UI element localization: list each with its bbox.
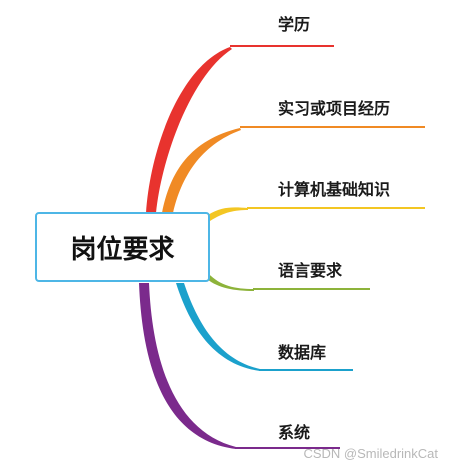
branch-connector-internship-project-experience bbox=[162, 126, 425, 213]
branch-connector-education-curve bbox=[146, 47, 232, 213]
branch-label-system[interactable]: 系统 bbox=[278, 423, 311, 442]
branch-connector-computer-fundamentals-curve bbox=[208, 207, 248, 221]
branch-connector-language-requirements-curve bbox=[207, 273, 254, 291]
branch-connector-system-curve bbox=[139, 283, 236, 449]
branch-label-database[interactable]: 数据库 bbox=[278, 343, 327, 362]
center-topic-node[interactable]: 岗位要求 bbox=[35, 212, 210, 282]
branch-connector-database-curve bbox=[176, 283, 260, 371]
branch-connector-education bbox=[146, 45, 334, 213]
branch-connector-language-requirements bbox=[207, 273, 370, 291]
branch-label-computer-fundamentals[interactable]: 计算机基础知识 bbox=[278, 180, 391, 199]
branch-connector-system bbox=[139, 283, 340, 449]
branch-connector-database bbox=[176, 283, 353, 371]
branch-label-internship-project-experience[interactable]: 实习或项目经历 bbox=[278, 99, 391, 118]
branch-label-education[interactable]: 学历 bbox=[278, 15, 311, 34]
watermark: CSDN @SmiledrinkCat bbox=[303, 446, 438, 461]
branch-connector-internship-project-experience-curve bbox=[162, 128, 241, 213]
branch-label-language-requirements[interactable]: 语言要求 bbox=[278, 261, 343, 280]
branch-connector-computer-fundamentals bbox=[208, 207, 425, 221]
